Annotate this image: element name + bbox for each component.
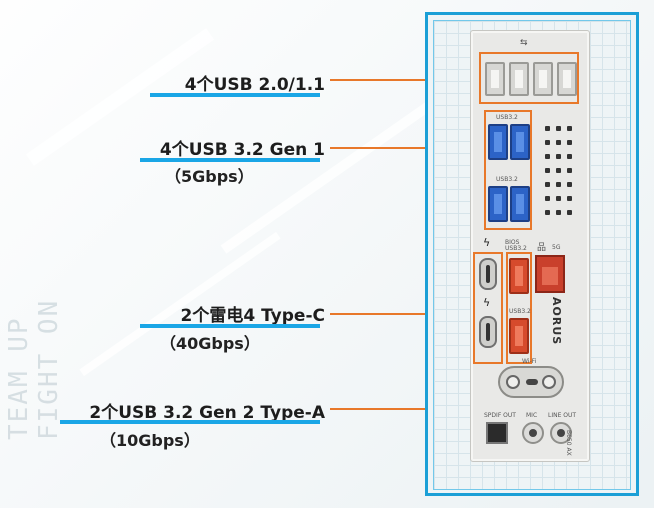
usb3-port [488, 186, 508, 222]
line-out-jack [550, 422, 572, 444]
usb2-port [485, 62, 505, 96]
lan-port [535, 255, 565, 293]
lan-label: 5G [552, 244, 561, 251]
wifi-label: Wi-Fi [522, 358, 537, 365]
callout-tb4-label: 2个雷电4 Type-C [180, 306, 325, 326]
usb32-red-label: USB3.2 [509, 308, 531, 315]
callout-usb32g1-sub: （5Gbps） [165, 167, 254, 186]
linein-label: LINE OUT [548, 412, 577, 419]
wifi-antenna-jack [506, 375, 520, 389]
usb2-highlight-box [479, 52, 579, 104]
thunderbolt-icon: ϟ [483, 296, 491, 309]
typec-port [479, 316, 497, 348]
callout-usb2-label: 4个USB 2.0/1.1 [184, 75, 325, 95]
callout-tb4-sub: （40Gbps） [160, 334, 260, 353]
wifi-antenna-connector [498, 366, 564, 398]
usb32-mid-label: USB3.2 [496, 176, 518, 183]
spdif-port [486, 422, 508, 444]
typec-port [479, 258, 497, 290]
usb3-port [510, 186, 530, 222]
usb3-port [510, 124, 530, 160]
callout-usb32g2-label: 2个USB 3.2 Gen 2 Type-A [89, 403, 325, 423]
qflash-label: BIOS USB3.2 [505, 239, 527, 252]
lan-icon: 品 [537, 243, 547, 253]
callout-tb4-leader [330, 313, 470, 315]
usb-icon: ⇆ [520, 38, 528, 48]
wifi-antenna-jack [542, 375, 556, 389]
callout-usb2-underline [150, 93, 320, 97]
mic-jack [522, 422, 544, 444]
callout-usb32g1-leader [330, 147, 480, 149]
usb-red-port [509, 258, 529, 294]
mic-label: MIC [526, 412, 538, 419]
thunderbolt-icon: ϟ [483, 236, 491, 249]
usb32g2-highlight-box [506, 252, 532, 364]
usb32-top-label: USB3.2 [496, 114, 518, 121]
callout-tb4-underline [140, 324, 320, 328]
spdif-label: SPDIF OUT [484, 412, 516, 419]
callout-usb32g1-label: 4个USB 3.2 Gen 1 [159, 140, 325, 160]
callout-usb2-leader [330, 79, 480, 81]
wifi-button-icon [526, 379, 538, 385]
callout-usb32g2-sub: （10Gbps） [100, 431, 200, 450]
usb-red-port [509, 318, 529, 354]
callout-usb32g1-underline [140, 158, 320, 162]
tb4-highlight-box [473, 252, 503, 364]
usb32g1-highlight-box [484, 110, 532, 230]
usb2-port [557, 62, 577, 96]
callout-usb32g2-underline [60, 420, 320, 424]
brand-logo: AORUS [550, 297, 563, 346]
usb2-port [533, 62, 553, 96]
usb2-port [509, 62, 529, 96]
model-text: B650 AX [565, 430, 572, 456]
usb3-port [488, 124, 508, 160]
